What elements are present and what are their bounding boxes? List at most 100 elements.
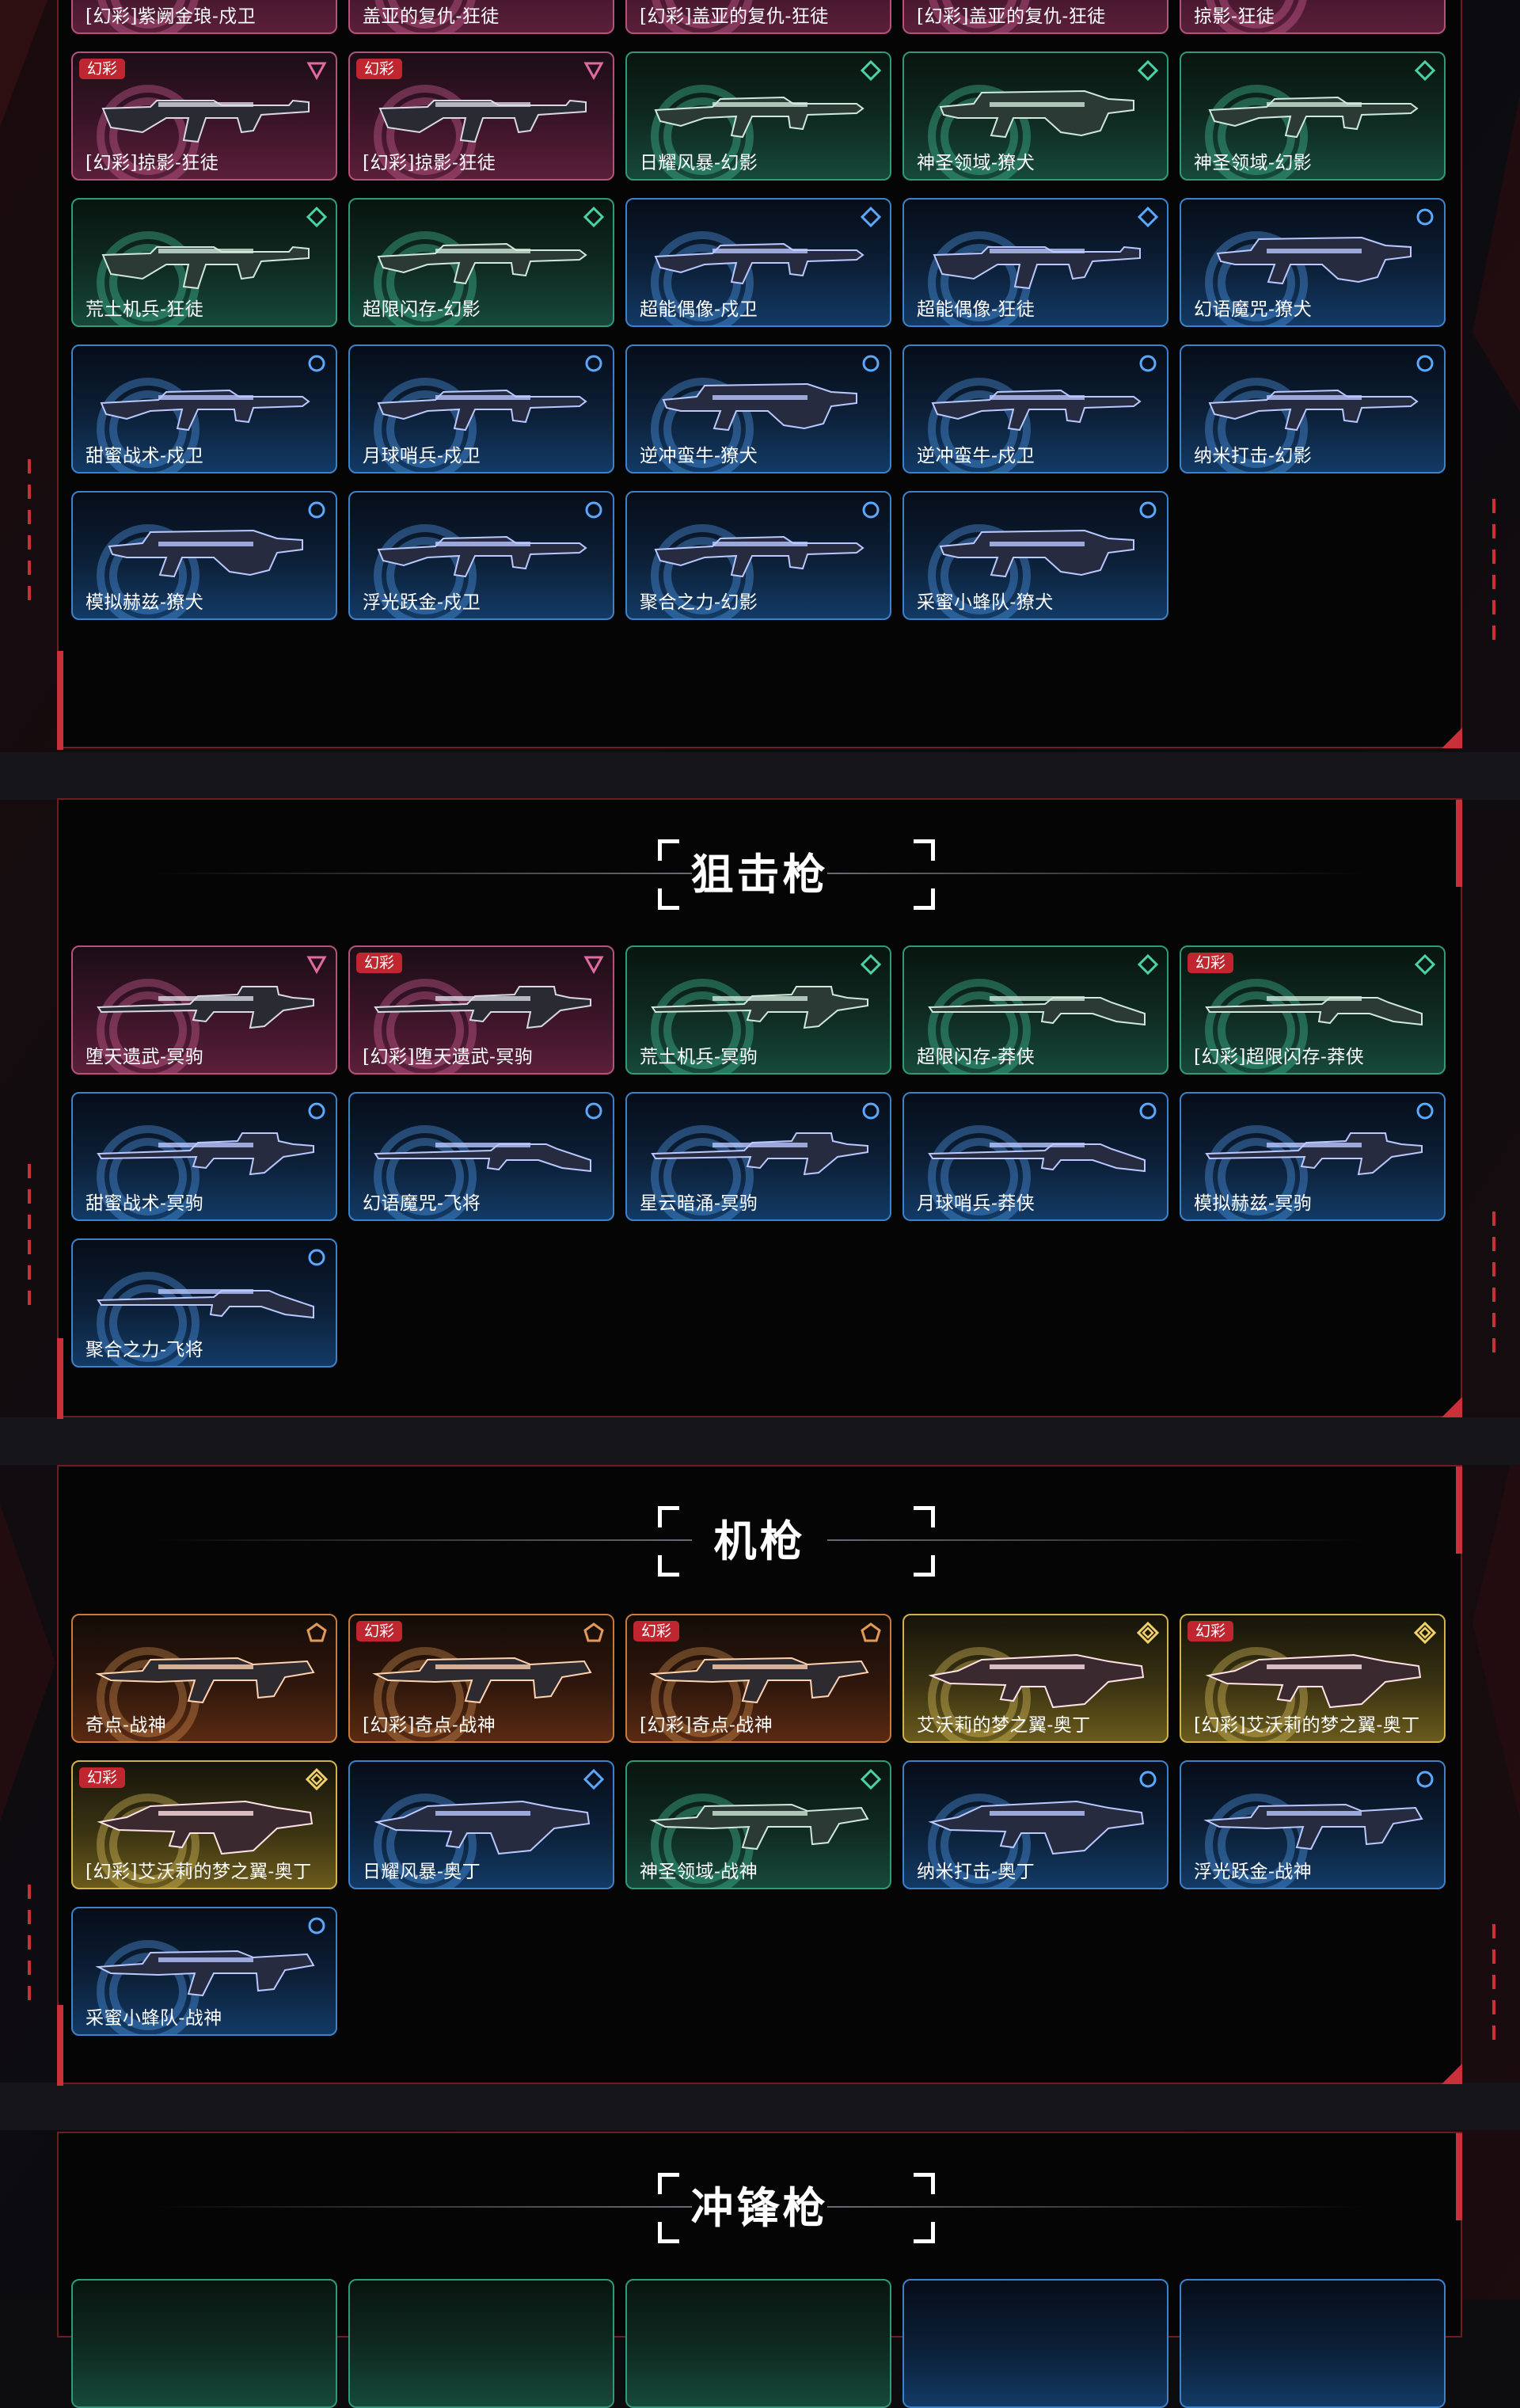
weapon-card-name: 浮光跃金-战神 — [1194, 1862, 1313, 1882]
weapon-card[interactable] — [1180, 2279, 1446, 2408]
weapon-card-name: [幻彩]艾沃莉的梦之翼-奥丁 — [86, 1862, 312, 1882]
weapon-card[interactable]: 荒土机兵-冥驹 — [625, 945, 891, 1075]
weapon-card[interactable]: 幻彩[幻彩]紫阙金琅-戍卫 — [71, 0, 337, 34]
card-background-emblem — [928, 1125, 1031, 1219]
weapon-card-name: 神圣领域-幻影 — [1194, 153, 1313, 173]
weapon-skin-image — [931, 389, 1142, 432]
weapon-card[interactable]: 幻彩[幻彩]掠影-狂徒 — [348, 51, 614, 181]
weapon-card[interactable]: 幻语魔咒-飞将 — [348, 1092, 614, 1221]
circle-icon — [1139, 355, 1157, 372]
weapon-card[interactable]: 采蜜小蜂队-战神 — [71, 1907, 337, 2036]
weapon-card-name: 超限闪存-莽侠 — [917, 1047, 1036, 1067]
weapon-skin-image — [649, 1803, 869, 1851]
weapon-skin-image — [654, 96, 864, 139]
weapon-card[interactable]: 逆冲蛮牛-戍卫 — [902, 344, 1168, 474]
weapon-card[interactable]: 神圣领域-战神 — [625, 1760, 891, 1889]
weapon-skin-image — [97, 986, 314, 1029]
weapon-card[interactable]: 星云暗涌-冥驹 — [625, 1092, 891, 1221]
weapon-card-name: 纳米打击-幻影 — [1194, 446, 1313, 466]
weapon-card-name: 幻语魔咒-獠犬 — [1194, 299, 1313, 320]
card-background-emblem — [97, 1272, 200, 1366]
weapon-card[interactable] — [902, 2279, 1168, 2408]
smg-panel: 冲锋枪 — [57, 2132, 1462, 2408]
weapon-card[interactable]: 荒土机兵-狂徒 — [71, 198, 337, 327]
card-background-emblem — [652, 0, 753, 32]
pentagon-icon — [306, 1622, 327, 1642]
weapon-card[interactable]: 超能偶像-戍卫 — [625, 198, 891, 327]
weapon-card[interactable]: 聚合之力-幻影 — [625, 491, 891, 620]
weapon-card[interactable]: 浮光跃金-战神 — [1180, 1760, 1446, 1889]
pentagon-icon — [583, 1622, 604, 1642]
weapon-skin-image — [928, 996, 1146, 1026]
weapon-card-name: 逆冲蛮牛-獠犬 — [640, 446, 758, 466]
weapon-card[interactable]: 模拟赫兹-獠犬 — [71, 491, 337, 620]
circle-icon — [308, 1917, 325, 1934]
weapon-skin-image — [97, 1289, 314, 1319]
weapon-card-name: 神圣领域-獠犬 — [917, 153, 1036, 173]
weapon-card[interactable]: 幻彩[幻彩]盖亚的复仇-狂徒 — [902, 0, 1168, 34]
weapon-skin-image — [374, 1800, 591, 1855]
weapon-skin-image — [662, 382, 857, 432]
weapon-card[interactable] — [625, 2279, 891, 2408]
circle-icon — [862, 1102, 880, 1120]
card-background-emblem — [928, 979, 1031, 1073]
weapon-card[interactable]: 聚合之力-飞将 — [71, 1238, 337, 1368]
weapon-card[interactable]: 掠影-狂徒 — [1180, 0, 1446, 34]
weapon-card[interactable]: 纳米打击-幻影 — [1180, 344, 1446, 474]
weapon-card[interactable]: 神圣领域-幻影 — [1180, 51, 1446, 181]
weapon-card[interactable]: 日耀风暴-奥丁 — [348, 1760, 614, 1889]
weapon-card[interactable]: 艾沃莉的梦之翼-奥丁 — [902, 1614, 1168, 1743]
weapon-card[interactable]: 堕天遗武-冥驹 — [71, 945, 337, 1075]
weapon-card[interactable]: 神圣领域-獠犬 — [902, 51, 1168, 181]
section-title-machinegun: 机枪 — [713, 1516, 806, 1566]
weapon-card[interactable]: 模拟赫兹-冥驹 — [1180, 1092, 1446, 1221]
weapon-card[interactable]: 幻彩[幻彩]超限闪存-莽侠 — [1180, 945, 1446, 1075]
weapon-card[interactable]: 甜蜜战术-冥驹 — [71, 1092, 337, 1221]
weapon-card[interactable]: 超限闪存-幻影 — [348, 198, 614, 327]
weapon-card[interactable] — [71, 2279, 337, 2408]
weapon-card-name: 浮光跃金-戍卫 — [363, 592, 481, 613]
weapon-card[interactable]: 幻彩[幻彩]奇点-战神 — [348, 1614, 614, 1743]
card-background-emblem — [651, 1125, 754, 1219]
weapon-card[interactable]: 月球哨兵-戍卫 — [348, 344, 614, 474]
weapon-card[interactable]: 幻语魔咒-獠犬 — [1180, 198, 1446, 327]
weapon-card[interactable]: 超限闪存-莽侠 — [902, 945, 1168, 1075]
weapon-card-name: 星云暗涌-冥驹 — [640, 1193, 758, 1214]
weapon-card[interactable]: 浮光跃金-戍卫 — [348, 491, 614, 620]
weapon-card-name: 超能偶像-狂徒 — [917, 299, 1036, 320]
gem-icon — [1414, 1622, 1436, 1644]
weapon-card[interactable]: 月球哨兵-莽侠 — [902, 1092, 1168, 1221]
weapon-card[interactable]: 幻彩[幻彩]掠影-狂徒 — [71, 51, 337, 181]
weapon-card[interactable]: 纳米打击-奥丁 — [902, 1760, 1168, 1889]
weapon-card[interactable]: 逆冲蛮牛-獠犬 — [625, 344, 891, 474]
triangle-icon — [306, 956, 327, 975]
circle-icon — [862, 501, 880, 519]
sniper-panel: 狙击枪 堕天遗武-冥驹幻彩[幻彩]堕天遗武-冥驹荒土机兵-冥驹超限闪存-莽侠幻彩… — [57, 798, 1462, 1419]
weapon-card[interactable]: 超能偶像-狂徒 — [902, 198, 1168, 327]
weapon-card[interactable]: 盖亚的复仇-狂徒 — [348, 0, 614, 34]
weapon-card[interactable]: 采蜜小蜂队-獠犬 — [902, 491, 1168, 620]
weapon-card-name: 逆冲蛮牛-戍卫 — [917, 446, 1036, 466]
weapon-card[interactable]: 幻彩[幻彩]奇点-战神 — [625, 1614, 891, 1743]
weapon-card[interactable]: 幻彩[幻彩]堕天遗武-冥驹 — [348, 945, 614, 1075]
weapon-card-name: 日耀风暴-奥丁 — [363, 1862, 481, 1882]
weapon-skin-image — [100, 389, 310, 432]
diamond-icon — [583, 1768, 605, 1790]
weapon-card[interactable]: 幻彩[幻彩]艾沃莉的梦之翼-奥丁 — [71, 1760, 337, 1889]
weapon-skin-image — [1205, 1132, 1423, 1176]
weapon-card[interactable] — [348, 2279, 614, 2408]
weapon-card[interactable]: 奇点-战神 — [71, 1614, 337, 1743]
weapon-skin-image — [374, 1143, 591, 1173]
rainbow-badge: 幻彩 — [633, 1621, 680, 1641]
weapon-card-name: 奇点-战神 — [86, 1715, 167, 1736]
weapon-skin-image — [101, 245, 310, 290]
right-tick-deco — [1488, 1924, 1499, 2051]
weapon-card[interactable]: 幻彩[幻彩]盖亚的复仇-狂徒 — [625, 0, 891, 34]
triangle-icon — [583, 956, 604, 975]
weapon-card[interactable]: 日耀风暴-幻影 — [625, 51, 891, 181]
left-tick-deco — [24, 1164, 35, 1316]
weapon-card[interactable]: 幻彩[幻彩]艾沃莉的梦之翼-奥丁 — [1180, 1614, 1446, 1743]
weapon-card[interactable]: 甜蜜战术-戍卫 — [71, 344, 337, 474]
weapon-card-name: 聚合之力-幻影 — [640, 592, 758, 613]
weapon-skin-image — [651, 1132, 868, 1176]
